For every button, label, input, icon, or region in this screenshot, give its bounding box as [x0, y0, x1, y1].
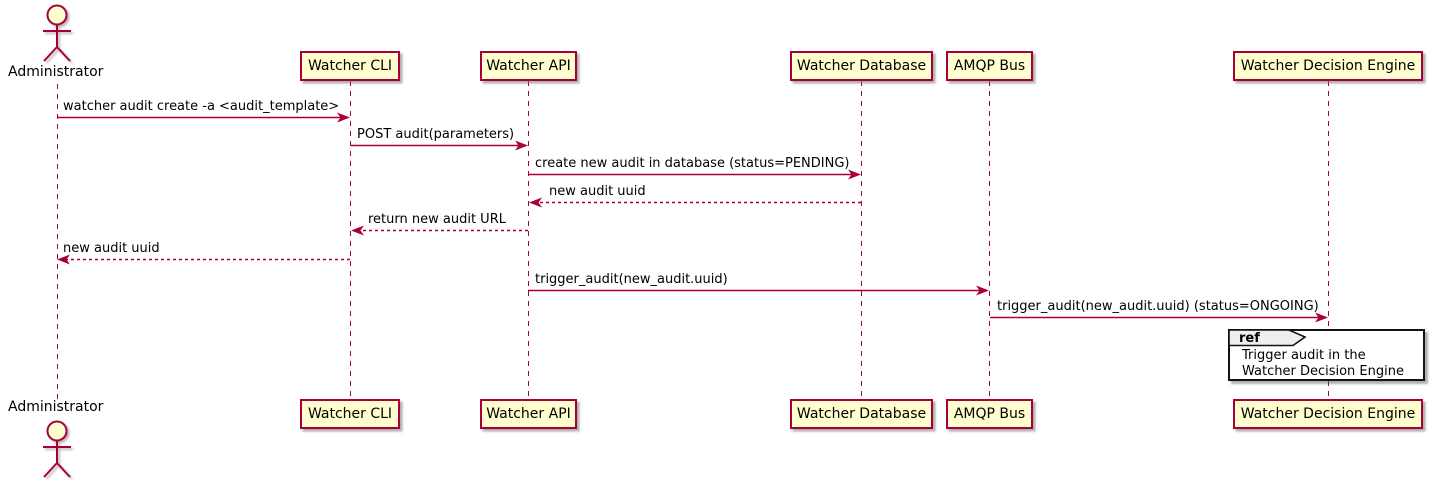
- message-label-2: POST audit(parameters): [357, 127, 515, 142]
- message-label-3: create new audit in database (status=PEN…: [535, 156, 850, 171]
- participant-bottom-amqp-bus: AMQP Bus: [946, 399, 1033, 429]
- arrowhead-1: [337, 112, 350, 123]
- actor-label-bottom: Administrator: [8, 399, 104, 415]
- arrowhead-8: [1315, 312, 1328, 323]
- participant-top-watcher-cli: Watcher CLI: [300, 51, 400, 81]
- participant-bottom-watcher-cli: Watcher CLI: [300, 399, 400, 429]
- message-label-7: trigger_audit(new_audit.uuid): [535, 272, 728, 287]
- ref-tab-pentagon: [1228, 329, 1307, 347]
- message-label-4: new audit uuid: [549, 184, 646, 199]
- participant-bottom-watcher-api: Watcher API: [480, 399, 577, 429]
- arrowhead-6: [57, 254, 70, 265]
- participant-top-watcher-database: Watcher Database: [790, 51, 933, 81]
- participant-top-amqp-bus: AMQP Bus: [946, 51, 1033, 81]
- lifelines: [57, 81, 1329, 399]
- ref-fragment-box: ref Trigger audit in the Watcher Decisio…: [1228, 329, 1425, 381]
- arrowhead-7: [976, 285, 989, 296]
- participant-bottom-watcher-database: Watcher Database: [790, 399, 933, 429]
- arrowhead-5: [351, 225, 364, 236]
- actor-label-top: Administrator: [8, 64, 104, 80]
- participant-top-watcher-api: Watcher API: [480, 51, 577, 81]
- message-label-5: return new audit URL: [368, 212, 506, 227]
- actor-figure-bottom: [43, 420, 71, 478]
- participant-top-watcher-decision-engine: Watcher Decision Engine: [1233, 51, 1423, 81]
- arrowhead-2: [515, 140, 528, 151]
- message-arrows: Watcher API (dashed return) --> Watcher …: [57, 112, 1328, 323]
- message-label-1: watcher audit create -a <audit_template>: [63, 99, 340, 114]
- actor-figure-top: [43, 4, 71, 62]
- message-label-6: new audit uuid: [63, 241, 160, 256]
- ref-text: Trigger audit in the Watcher Decision En…: [1242, 348, 1404, 380]
- participant-bottom-watcher-decision-engine: Watcher Decision Engine: [1233, 399, 1423, 429]
- ref-text-line-2: Watcher Decision Engine: [1242, 364, 1404, 379]
- message-label-8: trigger_audit(new_audit.uuid) (status=ON…: [997, 299, 1319, 314]
- ref-keyword: ref: [1239, 331, 1260, 346]
- ref-text-line-1: Trigger audit in the: [1242, 348, 1366, 363]
- arrowhead-4: [529, 197, 542, 208]
- arrowhead-3: [848, 169, 861, 180]
